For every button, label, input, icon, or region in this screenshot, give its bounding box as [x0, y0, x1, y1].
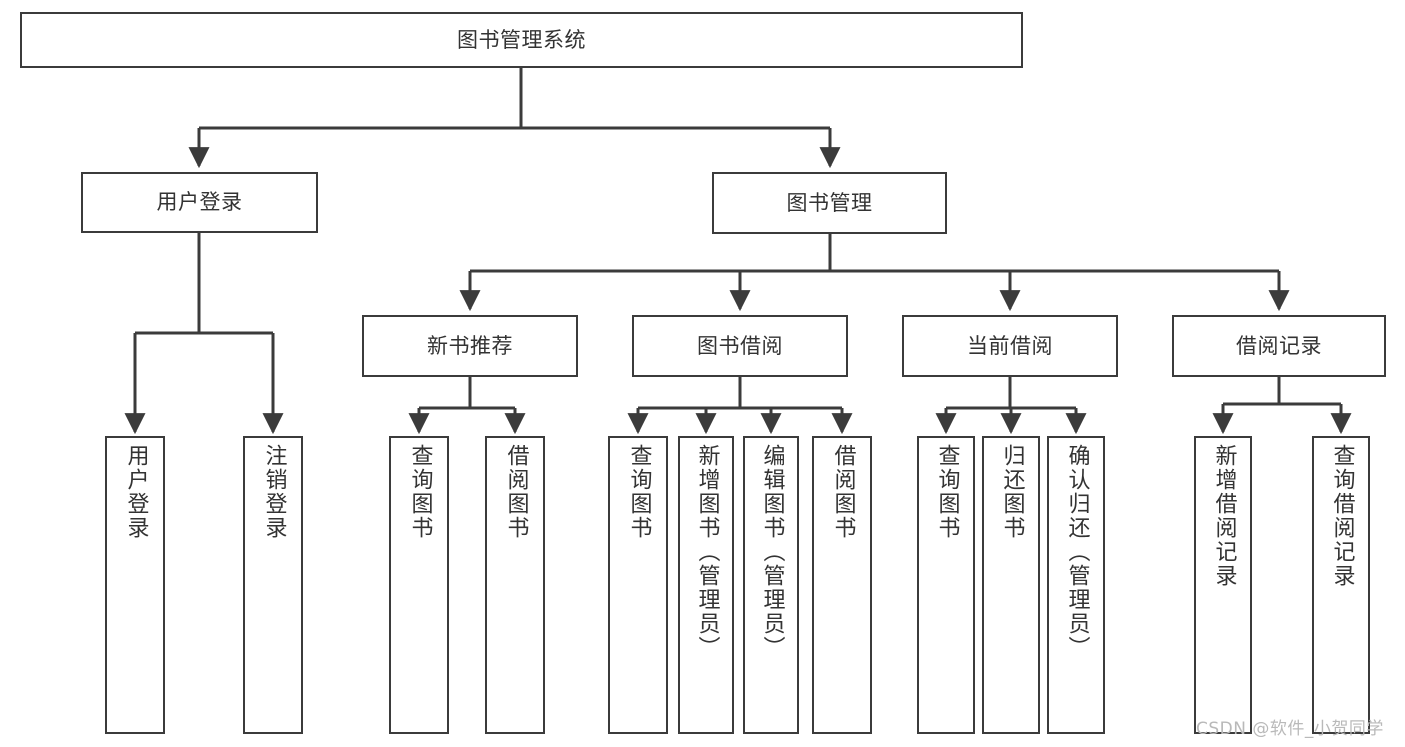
node-root[interactable]: 图书管理系统	[20, 12, 1023, 68]
node-leaf-edit-book[interactable]: 编辑图书（管理员）	[743, 436, 799, 734]
node-leaf-borrow-book-recommend[interactable]: 借阅图书	[485, 436, 545, 734]
node-current-borrow[interactable]: 当前借阅	[902, 315, 1118, 377]
node-book-manage[interactable]: 图书管理	[712, 172, 947, 234]
node-leaf-borrow-book-recommend-label: 借阅图书	[503, 444, 529, 540]
node-new-book-recommend[interactable]: 新书推荐	[362, 315, 578, 377]
watermark: CSDN @软件_小贺同学	[1196, 719, 1384, 739]
node-current-borrow-label: 当前借阅	[967, 333, 1053, 358]
node-leaf-logout-label: 注销登录	[261, 444, 287, 540]
node-borrow-record[interactable]: 借阅记录	[1172, 315, 1386, 377]
node-leaf-edit-book-label: 编辑图书（管理员）	[759, 444, 785, 660]
node-book-borrow-label: 图书借阅	[697, 333, 783, 358]
node-book-borrow[interactable]: 图书借阅	[632, 315, 848, 377]
node-book-manage-label: 图书管理	[786, 190, 873, 215]
node-leaf-user-login[interactable]: 用户登录	[105, 436, 165, 734]
node-leaf-query-book-recommend[interactable]: 查询图书	[389, 436, 449, 734]
node-leaf-query-book[interactable]: 查询图书	[608, 436, 668, 734]
node-leaf-return-book-label: 归还图书	[999, 444, 1025, 540]
node-leaf-query-book-recommend-label: 查询图书	[407, 444, 433, 540]
node-leaf-borrow-book[interactable]: 借阅图书	[812, 436, 872, 734]
node-user-login-label: 用户登录	[156, 190, 243, 215]
node-leaf-query-book-current-label: 查询图书	[934, 444, 960, 540]
node-leaf-add-book-label: 新增图书（管理员）	[694, 444, 720, 660]
node-user-login[interactable]: 用户登录	[81, 172, 318, 233]
node-leaf-query-borrow-record[interactable]: 查询借阅记录	[1312, 436, 1370, 734]
node-new-book-recommend-label: 新书推荐	[427, 333, 513, 358]
node-borrow-record-label: 借阅记录	[1236, 333, 1322, 358]
node-leaf-user-login-label: 用户登录	[123, 444, 149, 540]
node-leaf-return-book[interactable]: 归还图书	[982, 436, 1040, 734]
node-leaf-add-borrow-record-label: 新增借阅记录	[1211, 444, 1237, 588]
node-leaf-borrow-book-label: 借阅图书	[830, 444, 856, 540]
node-leaf-add-book[interactable]: 新增图书（管理员）	[678, 436, 734, 734]
node-leaf-query-borrow-record-label: 查询借阅记录	[1329, 444, 1355, 588]
node-leaf-confirm-return-label: 确认归还（管理员）	[1064, 444, 1090, 660]
node-leaf-query-book-label: 查询图书	[626, 444, 652, 540]
node-root-label: 图书管理系统	[457, 27, 586, 52]
node-leaf-add-borrow-record[interactable]: 新增借阅记录	[1194, 436, 1252, 734]
node-leaf-query-book-current[interactable]: 查询图书	[917, 436, 975, 734]
node-leaf-logout[interactable]: 注销登录	[243, 436, 303, 734]
node-leaf-confirm-return[interactable]: 确认归还（管理员）	[1047, 436, 1105, 734]
